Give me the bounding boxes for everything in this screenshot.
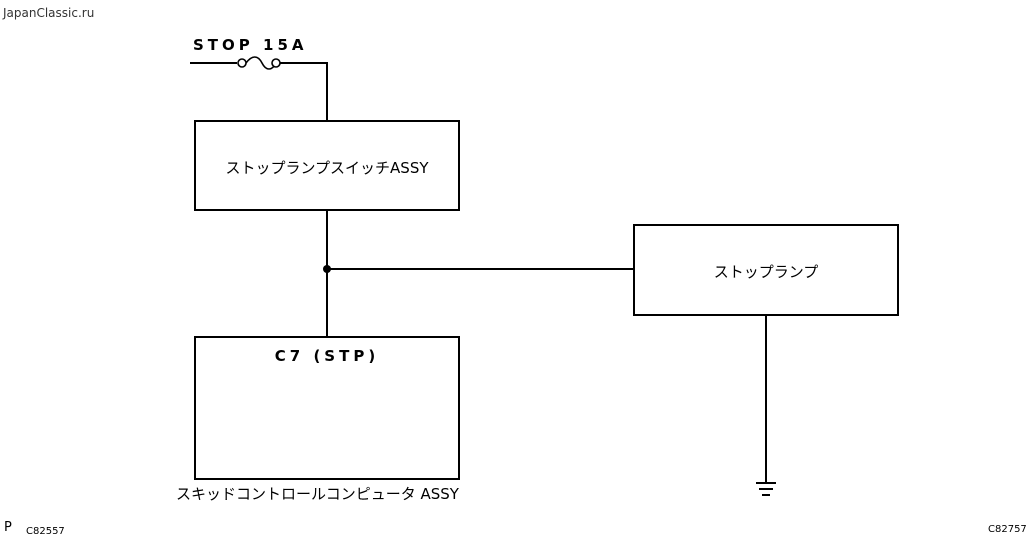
skid-control-computer-box: C7 (STP) xyxy=(194,336,460,480)
fuse-icon xyxy=(237,56,281,70)
ecu-name-label: スキッドコントロールコンピュータ ASSY xyxy=(176,485,459,503)
fuse-to-switch-wire xyxy=(280,62,328,120)
fuse-label: STOP 15A xyxy=(193,36,308,54)
footer-right-code: C82757 xyxy=(988,524,1027,535)
ecu-terminal-label: C7 (STP) xyxy=(274,347,380,365)
footer-letter: P xyxy=(4,520,12,535)
ground-icon xyxy=(756,482,776,496)
stop-lamp-switch-box: ストップランプスイッチASSY xyxy=(194,120,460,211)
stop-lamp-switch-label: ストップランプスイッチASSY xyxy=(225,159,429,177)
watermark-text: JapanClassic.ru xyxy=(3,6,95,20)
junction-dot xyxy=(323,265,331,273)
stop-lamp-box: ストップランプ xyxy=(633,224,899,316)
footer-left-code: C82557 xyxy=(26,526,65,537)
stop-lamp-label: ストップランプ xyxy=(713,263,819,281)
